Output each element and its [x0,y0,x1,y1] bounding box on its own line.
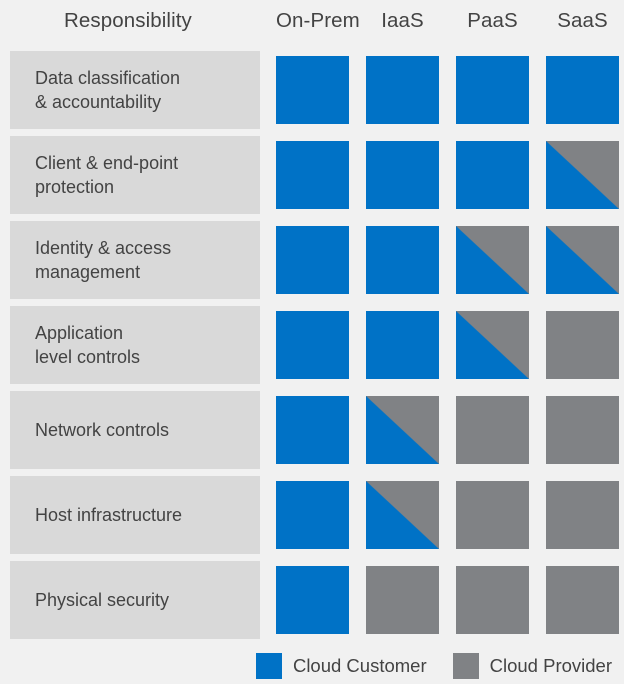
row-label-text: Application level controls [35,322,141,368]
matrix-cell-split [366,481,439,549]
legend-item-provider: Cloud Provider [452,653,612,679]
matrix-cell-none [546,566,619,634]
row-label-chip: Network controls [10,391,260,469]
split-diagonal-fill [366,481,439,549]
matrix-cell-full [276,141,349,209]
matrix-cell-full [276,311,349,379]
legend-swatch-customer [255,653,282,679]
row-label-chip: Client & end-point protection [10,136,260,214]
matrix-cell-split [456,226,529,294]
legend-label-customer: Cloud Customer [292,655,427,676]
matrix-cell-none [456,566,529,634]
column-header-iaas: IaaS [381,9,424,32]
matrix-header-row: Responsibility On-Prem IaaS PaaS SaaS [0,0,624,46]
matrix-cell-split [546,226,619,294]
column-header-paas: PaaS [467,9,518,32]
column-header-responsibility: Responsibility [64,9,192,32]
legend-swatch-provider [452,653,479,679]
matrix-cell-full [276,481,349,549]
legend-label-provider: Cloud Provider [489,655,612,676]
row-label-chip: Identity & access management [10,221,260,299]
matrix-cell-split [456,311,529,379]
matrix-cell-none [546,396,619,464]
matrix-cell-full [456,56,529,124]
legend: Cloud Customer Cloud Provider [0,648,624,684]
row-label-chip: Application level controls [10,306,260,384]
row-label-chip: Physical security [10,561,260,639]
matrix-cell-full [456,141,529,209]
row-label-text: Network controls [35,419,170,440]
matrix-cell-none [456,396,529,464]
split-diagonal-fill [366,396,439,464]
row-label-text: Host infrastructure [35,504,183,525]
matrix-cell-full [366,226,439,294]
split-diagonal-fill [546,226,619,294]
row-label-text: Client & end-point protection [35,152,179,198]
matrix-cell-full [366,141,439,209]
matrix-cell-full [276,226,349,294]
matrix-cell-full [366,311,439,379]
matrix-cell-split [546,141,619,209]
matrix-cell-none [366,566,439,634]
row-label-text: Data classification & accountability [35,67,181,113]
split-diagonal-fill [456,311,529,379]
matrix-cell-none [546,481,619,549]
split-diagonal-fill [456,226,529,294]
row-label-chip: Data classification & accountability [10,51,260,129]
row-label-text: Identity & access management [35,237,172,283]
matrix-cell-full [546,56,619,124]
matrix-cell-full [366,56,439,124]
matrix-cell-full [276,396,349,464]
matrix-cell-none [456,481,529,549]
legend-item-customer: Cloud Customer [255,653,427,679]
row-label-chip: Host infrastructure [10,476,260,554]
matrix-cell-full [276,566,349,634]
matrix-cell-full [276,56,349,124]
row-label-text: Physical security [35,589,170,610]
column-header-on-prem: On-Prem [276,9,360,32]
split-diagonal-fill [546,141,619,209]
column-header-saas: SaaS [557,9,608,32]
matrix-cell-none [546,311,619,379]
matrix-cell-split [366,396,439,464]
